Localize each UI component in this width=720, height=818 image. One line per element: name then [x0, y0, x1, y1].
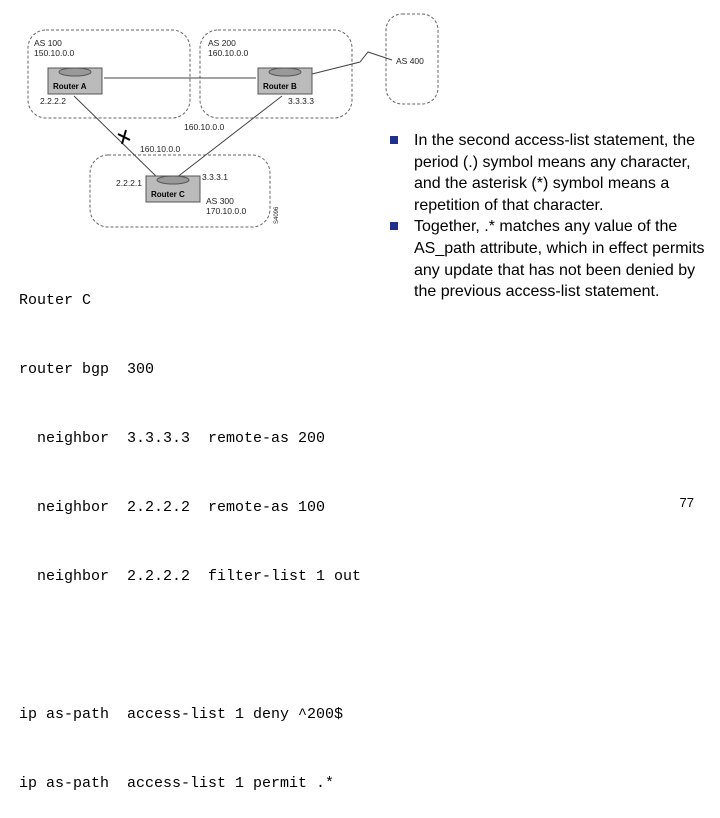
config-line: neighbor 2.2.2.2 remote-as 100: [19, 499, 326, 516]
as100-name: AS 100: [34, 38, 62, 48]
as200-name: AS 200: [208, 38, 236, 48]
router-b: Router B: [257, 67, 313, 95]
link-b-c: [175, 95, 283, 179]
config-line: neighbor 3.3.3.3 remote-as 200: [19, 430, 326, 447]
bullet-item: Together, .* matches any value of the AS…: [390, 216, 710, 302]
router-c-ip-a: 2.2.2.1: [116, 178, 142, 188]
config-line: ip as-path access-list 1 deny ^200$: [19, 706, 344, 723]
bullet-square-icon: [390, 222, 398, 231]
as300-name: AS 300: [206, 196, 234, 206]
bullet-item: In the second access-list statement, the…: [390, 130, 710, 216]
config-line: ip as-path access-list 1 permit .*: [19, 775, 335, 792]
router-a-label: Router A: [53, 82, 87, 91]
as300-cloud: [89, 154, 271, 228]
router-c: Router C: [145, 175, 201, 203]
link-label-mid: 160.10.0.0: [184, 122, 224, 132]
as200-net: 160.10.0.0: [208, 48, 248, 58]
bullet-text: Together, .* matches any value of the AS…: [414, 218, 705, 301]
router-c-ip-b: 3.3.3.1: [202, 172, 228, 182]
bullet-square-icon: [390, 136, 398, 144]
router-a: Router A: [47, 67, 103, 95]
as300-net: 170.10.0.0: [206, 206, 246, 216]
config-line: Router C: [19, 292, 92, 309]
as100-net: 150.10.0.0: [34, 48, 74, 58]
bullet-text: In the second access-list statement, the…: [414, 132, 696, 214]
router-c-label: Router C: [151, 190, 185, 199]
router-a-ip: 2.2.2.2: [40, 96, 66, 106]
as200-cloud: [199, 29, 353, 119]
figure-id: S4096: [274, 206, 280, 224]
as100-cloud: [27, 29, 191, 119]
page-number: 77: [679, 495, 694, 510]
router-config-code: Router C router bgp 300 neighbor 3.3.3.3…: [19, 243, 361, 818]
config-line: neighbor 2.2.2.2 filter-list 1 out: [19, 568, 362, 585]
router-b-label: Router B: [263, 82, 297, 91]
config-line: router bgp 300: [19, 361, 155, 378]
bgp-topology-diagram: Router A Router B Router C AS 100 150.10…: [27, 13, 439, 228]
as400-cloud: [385, 13, 439, 105]
bullet-list: In the second access-list statement, the…: [390, 130, 710, 303]
link-label-blocked: 160.10.0.0: [140, 144, 180, 154]
blocked-update-bar: [121, 129, 127, 145]
as400-name: AS 400: [396, 56, 424, 66]
router-b-ip: 3.3.3.3: [288, 96, 314, 106]
config-line: [19, 634, 361, 657]
link-b-as400: [311, 51, 393, 75]
link-a-c: [73, 95, 161, 181]
